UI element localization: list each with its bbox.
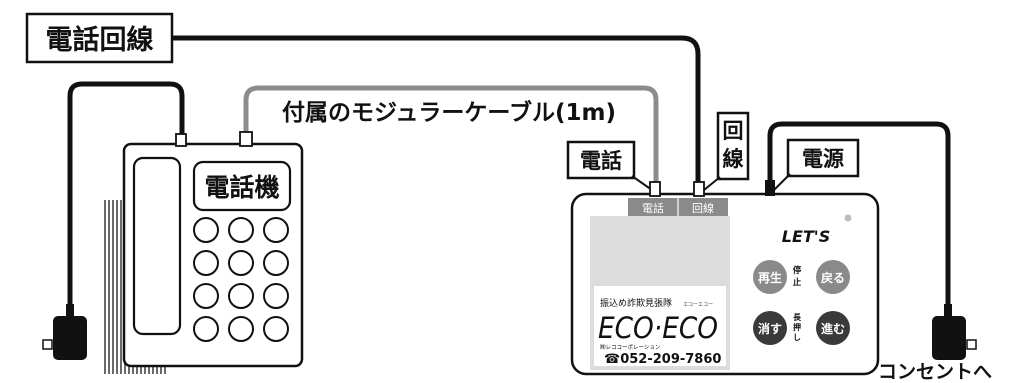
stop-hint-char2: 止 bbox=[793, 277, 802, 288]
card-phone: ☎052-209-7860 bbox=[604, 352, 721, 367]
device-port-tel-text: 電話 bbox=[642, 201, 664, 215]
device-port-line-text: 回線 bbox=[692, 201, 714, 215]
keypad-key bbox=[263, 283, 289, 309]
card-ruby: エコーエコー bbox=[683, 302, 713, 308]
keypad-key bbox=[228, 250, 254, 276]
keypad-key bbox=[263, 316, 289, 342]
power-port-label: 電源 bbox=[773, 138, 860, 191]
keypad-key bbox=[228, 316, 254, 342]
line-port-label-char1: 回 bbox=[723, 119, 744, 143]
phone-line-label: 電話回線 bbox=[25, 12, 174, 64]
telephone-display bbox=[192, 160, 292, 212]
telephone-label: 電話機 bbox=[204, 173, 279, 202]
telephone: 電話機 bbox=[104, 131, 304, 374]
device-card bbox=[594, 286, 726, 366]
device-tel-jack bbox=[649, 181, 661, 197]
keypad-key bbox=[228, 283, 254, 309]
keypad-key bbox=[228, 217, 254, 243]
power-port-label-text: 電源 bbox=[802, 147, 844, 171]
to-outlet-label: コンセントへ bbox=[878, 361, 992, 383]
keypad-key bbox=[263, 217, 289, 243]
tel-port-label-text: 電話 bbox=[580, 149, 622, 173]
device-power-jack bbox=[765, 180, 775, 196]
line-port-label-char2: 線 bbox=[723, 147, 744, 171]
telephone-line-jack bbox=[239, 131, 253, 147]
back-button[interactable]: 戻る bbox=[816, 260, 850, 294]
keypad-key bbox=[263, 250, 289, 276]
card-product-name: ECO·ECO bbox=[598, 311, 718, 345]
keypad-key bbox=[193, 283, 219, 309]
play-button[interactable]: 再生 bbox=[753, 260, 787, 294]
phone-line-cable bbox=[172, 35, 701, 186]
stop-hint-char1: 停 bbox=[793, 265, 802, 276]
hold-hint-char3: し bbox=[793, 333, 801, 342]
keypad-key bbox=[193, 217, 219, 243]
phone-line-text: 電話回線 bbox=[46, 24, 154, 56]
hold-hint-char2: 押 bbox=[793, 322, 801, 332]
left-power-plug bbox=[42, 304, 87, 360]
delete-button[interactable]: 消す bbox=[753, 311, 787, 345]
handset bbox=[132, 156, 182, 336]
device-line-jack bbox=[693, 181, 705, 197]
coiled-cord-vertical bbox=[104, 200, 122, 370]
play-button-label: 再生 bbox=[758, 270, 782, 285]
tel-port-label: 電話 bbox=[566, 140, 653, 191]
delete-button-label: 消す bbox=[758, 321, 782, 336]
telephone-handset-jack bbox=[175, 133, 187, 147]
forward-button[interactable]: 進む bbox=[816, 311, 850, 345]
modular-cable bbox=[243, 85, 659, 184]
eco-eco-device: 電話 回線 振込め詐欺見張隊 エコーエコー ECO·ECO ㈱レココーポレーショ… bbox=[570, 180, 880, 376]
modular-cable-label: 付属のモジュラーケーブル(1m) bbox=[282, 99, 616, 126]
forward-button-label: 進む bbox=[821, 321, 845, 336]
device-brand: LET'S bbox=[782, 227, 830, 246]
device-led bbox=[844, 214, 852, 222]
keypad bbox=[193, 217, 289, 342]
power-cable bbox=[767, 121, 951, 320]
keypad-key bbox=[193, 316, 219, 342]
back-button-label: 戻る bbox=[821, 270, 845, 285]
card-caption: 振込め詐欺見張隊 bbox=[600, 297, 672, 309]
hold-hint-char1: 長 bbox=[793, 313, 802, 322]
handset-to-wall-cable bbox=[67, 81, 185, 320]
right-power-plug bbox=[932, 304, 977, 360]
line-port-label: 回 線 bbox=[703, 111, 750, 191]
keypad-key bbox=[193, 250, 219, 276]
card-company: ㈱レココーポレーション bbox=[600, 343, 661, 351]
